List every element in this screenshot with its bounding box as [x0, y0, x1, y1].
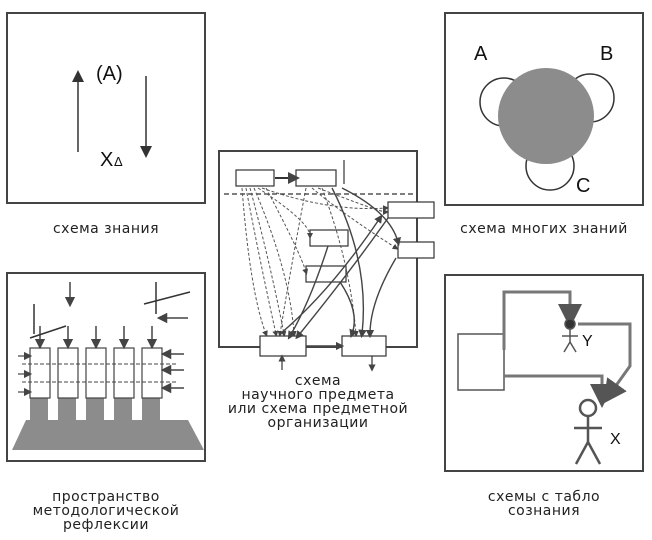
grey-pillar [114, 398, 132, 422]
box-top-right [295, 169, 337, 187]
subject-caption-line: или схема предметной [227, 401, 409, 417]
box-mid-2 [305, 265, 347, 283]
board-rectangle [457, 333, 505, 391]
label-x: X [610, 431, 621, 448]
box-side-1 [387, 201, 435, 219]
label-c: C [576, 175, 590, 197]
label-a: A [474, 43, 488, 65]
box-bottom-right [341, 335, 387, 357]
slanted-planes [29, 282, 191, 339]
reflection-space-figure [12, 282, 204, 450]
subject-caption-line: организации [267, 415, 369, 431]
many-knowledges-caption: схема многих знаний [460, 221, 628, 237]
consciousness-panel: Y X [444, 274, 644, 472]
label-a-knowledge: (A) [96, 63, 123, 85]
left-arrows [156, 312, 188, 394]
down-arrows [34, 282, 158, 350]
subject-caption-line: научного предмета [241, 387, 395, 403]
reflection-caption-line: методологической [32, 503, 180, 519]
box-side-2 [397, 241, 435, 259]
knowledge-scheme-panel: (A) X Δ [6, 12, 206, 204]
consciousness-caption-line: схемы с табло [487, 489, 601, 505]
grey-pillar [86, 398, 104, 422]
solid-arrows [279, 187, 401, 351]
grey-pillar [142, 398, 160, 422]
consciousness-caption: схемы с табло сознания [444, 490, 644, 518]
subject-scheme-figure [224, 160, 435, 372]
knowledge-scheme-caption: схема знания [52, 221, 160, 237]
reflection-space-caption: пространство методологической рефлексии [6, 490, 206, 532]
consciousness-caption-line: сознания [507, 503, 581, 519]
label-b: B [600, 43, 613, 65]
connecting-paths [502, 290, 632, 408]
box-bottom-left [259, 335, 307, 357]
subject-scheme-panel [218, 150, 435, 372]
box-mid-1 [309, 229, 349, 247]
dashed-arrows [241, 187, 399, 337]
label-delta-knowledge: Δ [114, 154, 123, 169]
column-boxes [29, 347, 163, 399]
person-x-icon [574, 398, 602, 465]
column-dashes [22, 363, 178, 383]
label-y: Y [582, 333, 593, 350]
knowledge-scheme-figure: (A) X Δ [72, 63, 152, 171]
box-top-left [235, 169, 275, 187]
person-y-icon [562, 318, 578, 353]
grey-pillar [30, 398, 48, 422]
right-arrows [18, 351, 33, 397]
reflection-caption-line: пространство [52, 489, 160, 505]
many-knowledges-panel: A B C [444, 12, 644, 206]
reflection-caption-line: рефлексии [63, 517, 149, 533]
grey-base [12, 420, 204, 450]
subject-caption-line: схема [294, 373, 342, 389]
consciousness-figure: Y X [457, 290, 632, 465]
large-grey-circle [498, 68, 594, 164]
subject-scheme-caption: схема научного предмета или схема предме… [200, 374, 436, 430]
reflection-space-panel [6, 272, 206, 462]
label-x-knowledge: X [100, 149, 113, 171]
many-knowledges-figure: A B C [474, 43, 615, 197]
grey-pillar [58, 398, 76, 422]
